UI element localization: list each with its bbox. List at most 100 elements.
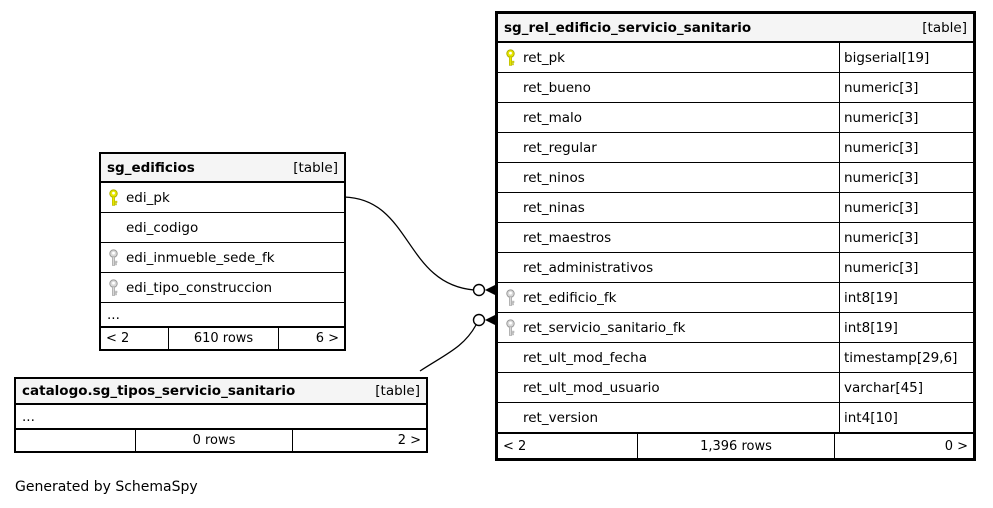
degree-left-label: < 2 [503,438,527,454]
column-name: ret_ninos [523,169,585,186]
column-name: edi_codigo [126,219,199,236]
degree-right-label: 2 > [292,430,426,451]
column-name: ret_maestros [523,229,612,246]
degree-left-label [16,430,135,451]
column-row-ret_administrativos: ret_administrativos numeric[3] [498,253,973,283]
table-sg-rel-edificio-servicio-sanitario[interactable]: sg_rel_edificio_servicio_sanitario [tabl… [495,11,976,461]
column-name: ret_malo [523,109,583,126]
table-footer: 0 rows 2 > [16,428,426,451]
degree-left-label: < 2 [106,331,130,346]
column-name: ret_administrativos [523,259,654,276]
column-list: ... [16,405,426,428]
table-header[interactable]: sg_rel_edificio_servicio_sanitario [tabl… [498,14,973,43]
hidden-columns-row: ... [101,303,344,326]
table-catalogo-sg-tipos-servicio-sanitario[interactable]: catalogo.sg_tipos_servicio_sanitario [ta… [14,377,428,453]
column-name: ret_servicio_sanitario_fk [523,319,686,336]
generated-by-credit: Generated by SchemaSpy [15,479,198,495]
column-row-ret_edificio_fk: ret_edificio_fk int8[19] [498,283,973,313]
column-row-ret_regular: ret_regular numeric[3] [498,133,973,163]
column-name: ret_version [523,409,599,426]
column-name: ret_edificio_fk [523,289,617,306]
column-type: numeric[3] [839,223,973,252]
column-name: ret_bueno [523,79,591,96]
column-row-ret_ninas: ret_ninas numeric[3] [498,193,973,223]
column-row-edi_tipo_construccion: edi_tipo_construccion [101,273,344,303]
table-footer: < 2 610 rows 6 > [101,326,344,349]
degree-right-label: 6 > [278,328,344,349]
column-type: timestamp[29,6] [839,343,973,372]
column-row-ret_ult_mod_fecha: ret_ult_mod_fecha timestamp[29,6] [498,343,973,373]
column-name: ret_ult_mod_usuario [523,379,660,396]
edge-edificios-to-rel [343,196,475,291]
column-name: ret_regular [523,139,597,156]
column-row-ret_servicio_sanitario_fk: ret_servicio_sanitario_fk int8[19] [498,313,973,343]
column-row-ret_malo: ret_malo numeric[3] [498,103,973,133]
foreign-key-icon [505,319,516,336]
column-name: ret_pk [523,49,565,66]
row-count-label: 610 rows [168,328,278,349]
key-icon-spacer [505,349,516,366]
key-icon-spacer [505,109,516,126]
primary-key-icon [108,189,119,206]
column-type: numeric[3] [839,133,973,162]
column-name: ret_ult_mod_fecha [523,349,647,366]
key-icon-spacer [505,379,516,396]
key-icon-spacer [505,229,516,246]
column-type: numeric[3] [839,103,973,132]
table-name[interactable]: sg_rel_edificio_servicio_sanitario [504,19,752,36]
key-icon-spacer [505,139,516,156]
key-icon-spacer [108,219,119,236]
primary-key-icon [505,49,516,66]
column-type: int8[19] [839,283,973,312]
column-type: varchar[45] [839,373,973,402]
column-row-ret_ult_mod_usuario: ret_ult_mod_usuario varchar[45] [498,373,973,403]
column-row-edi_inmueble_sede_fk: edi_inmueble_sede_fk [101,243,344,273]
edge-tipos-to-rel [419,324,477,372]
column-row-ret_maestros: ret_maestros numeric[3] [498,223,973,253]
column-type: numeric[3] [839,253,973,282]
column-name: edi_inmueble_sede_fk [126,249,275,266]
column-row-ret_ninos: ret_ninos numeric[3] [498,163,973,193]
key-icon-spacer [505,79,516,96]
foreign-key-icon [505,289,516,306]
column-type: numeric[3] [839,193,973,222]
table-name[interactable]: catalogo.sg_tipos_servicio_sanitario [22,383,296,399]
column-name: edi_tipo_construccion [126,279,273,296]
column-row-edi_codigo: edi_codigo [101,213,344,243]
column-type: bigserial[19] [839,43,973,72]
degree-right-label: 0 > [834,434,973,458]
table-header[interactable]: sg_edificios [table] [101,154,344,183]
column-type: int8[19] [839,313,973,342]
column-name: ret_ninas [523,199,585,216]
row-count-label: 0 rows [135,430,292,451]
zero-cardinality-icon [472,283,486,297]
foreign-key-icon [108,279,119,296]
foreign-key-icon [108,249,119,266]
column-row-ret_pk: ret_pk bigserial[19] [498,43,973,73]
table-footer: < 2 1,396 rows 0 > [498,432,973,458]
table-type-badge: [table] [375,383,420,399]
key-icon-spacer [505,199,516,216]
column-name: ... [107,306,120,323]
zero-cardinality-icon [472,313,486,327]
table-type-badge: [table] [922,19,967,36]
column-list: edi_pk edi_codigo edi_inmueble_sede_fk edi_… [101,183,344,326]
row-count-label: 1,396 rows [637,434,834,458]
column-row-edi_pk: edi_pk [101,183,344,213]
key-icon-spacer [505,409,516,426]
column-name: ... [22,408,35,425]
hidden-columns-row: ... [16,405,426,428]
table-name[interactable]: sg_edificios [107,159,195,176]
table-type-badge: [table] [293,159,338,176]
table-header[interactable]: catalogo.sg_tipos_servicio_sanitario [ta… [16,379,426,405]
key-icon-spacer [505,259,516,276]
key-icon-spacer [505,169,516,186]
column-type: numeric[3] [839,163,973,192]
column-name: edi_pk [126,189,170,206]
column-row-ret_version: ret_version int4[10] [498,403,973,432]
column-type: int4[10] [839,403,973,432]
